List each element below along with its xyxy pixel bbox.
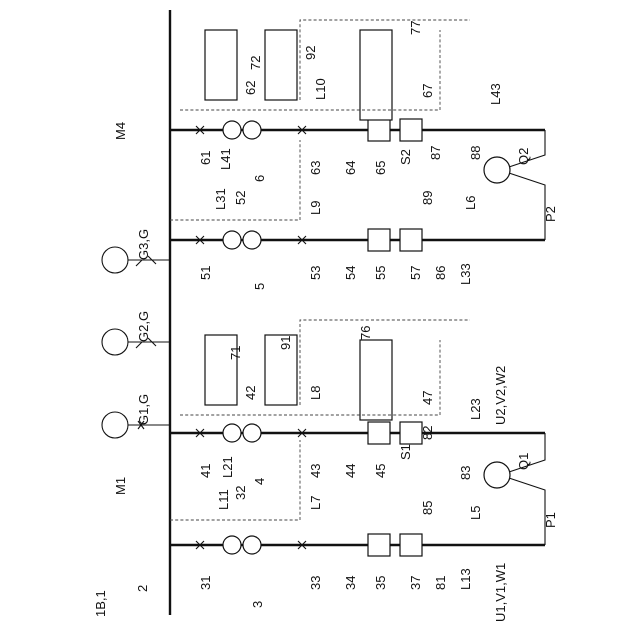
label-n85: 85 xyxy=(420,501,435,515)
label-n31: 31 xyxy=(198,576,213,590)
label-L5: L5 xyxy=(468,506,483,520)
motor-links xyxy=(484,130,545,545)
label-n43: 43 xyxy=(308,464,323,478)
label-L10: L10 xyxy=(313,78,328,100)
label-n62: 62 xyxy=(243,81,258,95)
label-n37: 37 xyxy=(408,576,423,590)
label-n32: 32 xyxy=(233,486,248,500)
label-n72: 72 xyxy=(248,56,263,70)
label-n67: 67 xyxy=(420,84,435,98)
label-n89: 89 xyxy=(420,191,435,205)
label-n41: 41 xyxy=(198,464,213,478)
label-L8: L8 xyxy=(308,386,323,400)
group-m4: M4 xyxy=(113,122,128,140)
label-n44: 44 xyxy=(343,464,358,478)
label-L23: L23 xyxy=(468,398,483,420)
phase-1-label: U1,V1,W1 xyxy=(493,563,508,622)
control-units xyxy=(205,30,392,420)
motor-q2-label: Q2 xyxy=(516,148,531,165)
generator-g1-label: G1,G xyxy=(136,394,151,425)
motor-q1-label: Q1 xyxy=(516,453,531,470)
label-n65: 65 xyxy=(373,161,388,175)
label-n57: 57 xyxy=(408,266,423,280)
label-n51: 51 xyxy=(198,266,213,280)
propeller-p1-label: P1 xyxy=(543,512,558,528)
feeder-4: 4 xyxy=(252,478,267,485)
propeller-p2-label: P2 xyxy=(543,206,558,222)
phase-2-label: U2,V2,W2 xyxy=(493,366,508,425)
label-n47: 47 xyxy=(420,391,435,405)
label-n55: 55 xyxy=(373,266,388,280)
converters xyxy=(368,119,422,556)
feeder-6: 6 xyxy=(252,175,267,182)
switch-s2-label: S2 xyxy=(398,149,413,165)
label-L31: L31 xyxy=(213,188,228,210)
label-n83: 83 xyxy=(458,466,473,480)
label-L7: L7 xyxy=(308,496,323,510)
label-n35: 35 xyxy=(373,576,388,590)
label-n77: 77 xyxy=(408,21,423,35)
label-n53: 53 xyxy=(308,266,323,280)
feeder-3: 3 xyxy=(250,601,265,608)
label-L9: L9 xyxy=(308,201,323,215)
label-n63: 63 xyxy=(308,161,323,175)
label-n33: 33 xyxy=(308,576,323,590)
label-n88: 88 xyxy=(468,146,483,160)
switch-s1-label: S1 xyxy=(398,444,413,460)
label-L41: L41 xyxy=(218,148,233,170)
label-n52: 52 xyxy=(233,191,248,205)
feeder-5: 5 xyxy=(252,283,267,290)
figure-id: 1B,1 xyxy=(93,590,108,617)
label-n61: 61 xyxy=(198,151,213,165)
group-m1: M1 xyxy=(113,477,128,495)
label-n81: 81 xyxy=(433,576,448,590)
label-n34: 34 xyxy=(343,576,358,590)
label-n42: 42 xyxy=(243,386,258,400)
label-n82: 82 xyxy=(420,426,435,440)
label-n71: 71 xyxy=(228,346,243,360)
label-n76: 76 xyxy=(358,326,373,340)
label-n64: 64 xyxy=(343,161,358,175)
generator-g3-label: G3,G xyxy=(136,229,151,260)
generator-g2-label: G2,G xyxy=(136,311,151,342)
label-n54: 54 xyxy=(343,266,358,280)
label-n87: 87 xyxy=(428,146,443,160)
label-L21: L21 xyxy=(220,456,235,478)
label-L6: L6 xyxy=(463,196,478,210)
label-L43: L43 xyxy=(488,83,503,105)
label-n92: 92 xyxy=(303,46,318,60)
label-L33: L33 xyxy=(458,263,473,285)
label-n91: 91 xyxy=(278,336,293,350)
label-L11: L11 xyxy=(216,489,231,510)
label-n86: 86 xyxy=(433,266,448,280)
labels: 1B,1 2 3 4 5 6 M1 M4 G1,G G2,G G3,G Q1 Q… xyxy=(93,21,558,622)
label-n45: 45 xyxy=(373,464,388,478)
busbar-label: 2 xyxy=(135,585,150,592)
label-L13: L13 xyxy=(458,568,473,590)
